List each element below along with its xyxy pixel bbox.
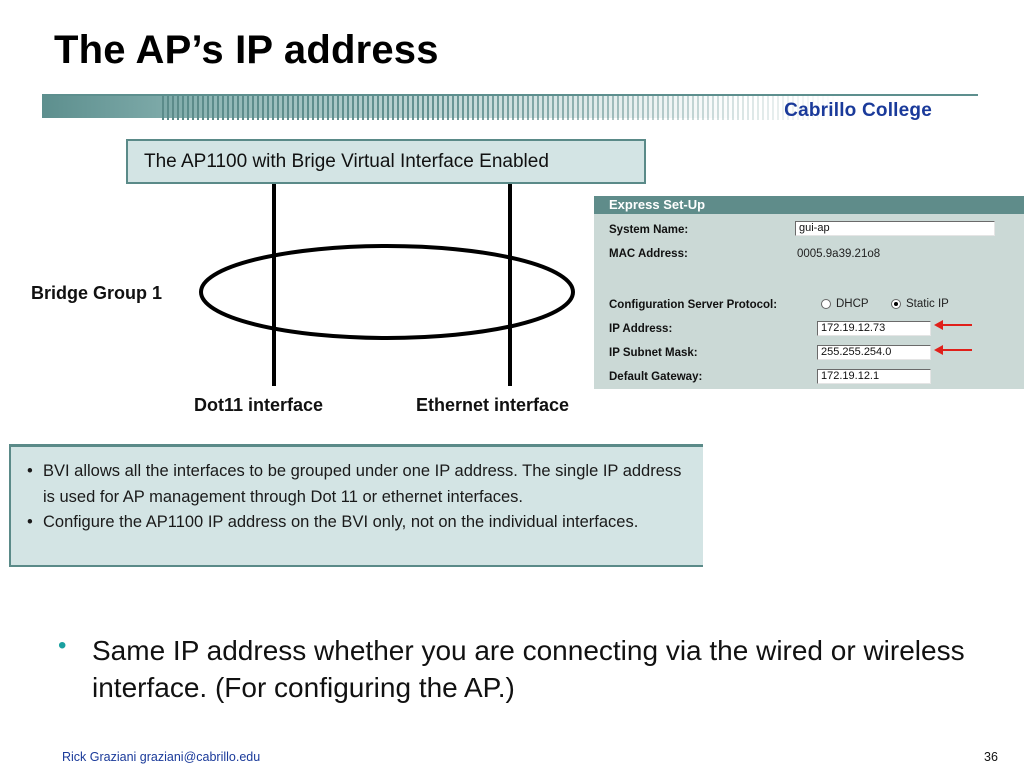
mac-address-value: 0005.9a39.21o8 — [797, 248, 881, 260]
diagram-header: The AP1100 with Brige Virtual Interface … — [126, 139, 646, 184]
static-ip-radio[interactable] — [891, 299, 901, 309]
bvi-note-text: Configure the AP1100 IP address on the B… — [43, 513, 639, 531]
ethernet-interface-label: Ethernet interface — [416, 395, 570, 415]
express-setup-title: Express Set-Up — [594, 196, 1024, 214]
bullet-dot: • — [27, 513, 33, 531]
bvi-notes-list: • BVI allows all the interfaces to be gr… — [25, 459, 697, 536]
footer-author: Rick Graziani graziani@cabrillo.edu — [62, 750, 261, 764]
ip-address-label: IP Address: — [609, 323, 673, 335]
dhcp-radio-label: DHCP — [836, 298, 869, 310]
subnet-mask-label: IP Subnet Mask: — [609, 347, 698, 359]
bridge-group-ellipse — [199, 244, 575, 340]
bvi-note-item: • Configure the AP1100 IP address on the… — [25, 510, 697, 536]
system-name-input[interactable]: gui-ap — [795, 221, 995, 236]
mac-address-label: MAC Address: — [609, 248, 688, 260]
bvi-notes-box: • BVI allows all the interfaces to be gr… — [9, 444, 703, 567]
bullet-dot: • — [27, 462, 33, 480]
ip-address-input[interactable]: 172.19.12.73 — [817, 321, 931, 336]
bvi-note-text: BVI allows all the interfaces to be grou… — [43, 462, 682, 506]
subnet-mask-input[interactable]: 255.255.254.0 — [817, 345, 931, 360]
cabrillo-banner: Cabrillo College — [42, 94, 978, 122]
main-bullet-dot: • — [58, 632, 67, 659]
main-bullet-text: Same IP address whether you are connecti… — [92, 635, 965, 703]
system-name-label: System Name: — [609, 224, 689, 236]
footer-page-number: 36 — [984, 750, 998, 764]
dot11-interface-label: Dot11 interface — [194, 395, 324, 415]
default-gateway-input[interactable]: 172.19.12.1 — [817, 369, 931, 384]
default-gateway-label: Default Gateway: — [609, 371, 703, 383]
bvi-note-item: • BVI allows all the interfaces to be gr… — [25, 459, 697, 510]
banner-college-name: Cabrillo College — [784, 100, 932, 121]
ip-address-arrow-icon — [934, 320, 972, 330]
banner-stripes — [162, 96, 842, 120]
config-protocol-label: Configuration Server Protocol: — [609, 299, 778, 311]
express-setup-panel: Express Set-Up System Name: gui-ap MAC A… — [594, 196, 1024, 389]
diagram-lines — [199, 184, 575, 386]
subnet-mask-arrow-icon — [934, 345, 972, 355]
bridge-group-label: Bridge Group 1 — [31, 283, 163, 303]
bvi-diagram: The AP1100 with Brige Virtual Interface … — [0, 0, 700, 430]
banner-top-line — [42, 94, 978, 96]
static-ip-radio-label: Static IP — [906, 298, 949, 310]
dhcp-radio[interactable] — [821, 299, 831, 309]
slide-title: The AP’s IP address — [54, 28, 439, 72]
